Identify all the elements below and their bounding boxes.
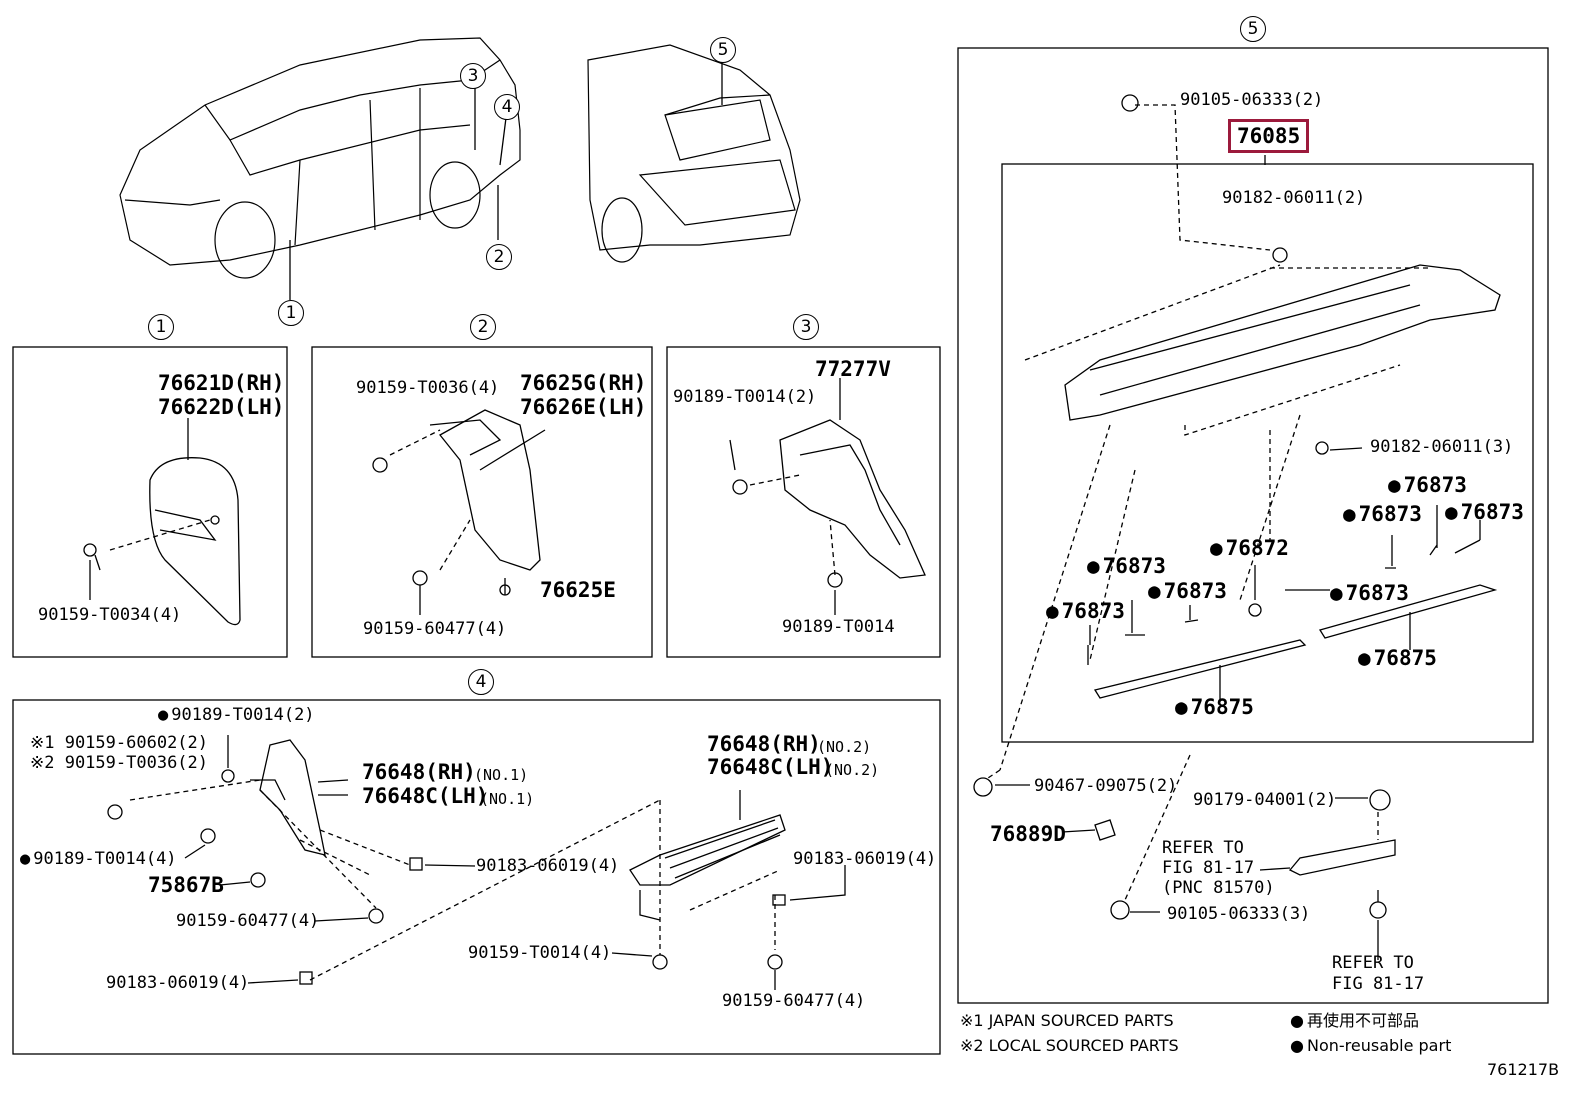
part-76626e-label[interactable]: 76626E(LH) [520, 395, 647, 419]
refer-fig-line2[interactable]: FIG 81-17 [1162, 858, 1255, 878]
part-grommet-09075-label[interactable]: 90467-09075(2) [1034, 776, 1178, 796]
part-nut-06019-mid-label[interactable]: 90183-06019(4) [476, 856, 620, 876]
part-76873-b[interactable]: 76873 [1343, 502, 1422, 526]
part-nut-06011-top-label[interactable]: 90182-06011(2) [1222, 188, 1366, 208]
callout-5-panel: 5 [1240, 16, 1266, 42]
no1-tag-lh: (NO.1) [480, 790, 535, 808]
part-76873-a[interactable]: 76873 [1388, 473, 1467, 497]
shield-drawing [729, 378, 926, 615]
no1-tag: (NO.1) [474, 766, 529, 784]
refer-fig-line1: REFER TO [1162, 838, 1244, 858]
callout-1-top[interactable]: 1 [278, 300, 304, 326]
callout-5-top[interactable]: 5 [710, 37, 736, 63]
callout-2-panel: 2 [470, 314, 496, 340]
part-clip-t0014-label[interactable]: 90189-T0014(2) [673, 387, 817, 407]
part-76648-no2-label[interactable]: 76648(RH) [707, 732, 821, 756]
callout-3-panel: 3 [793, 314, 819, 340]
part-clip-t0014-top-label[interactable]: 90189-T0014(2) [158, 705, 314, 725]
part-77277v-label[interactable]: 77277V [815, 357, 891, 381]
no2-tag: (NO.2) [817, 738, 872, 756]
part-note2-screw-label[interactable]: ※2 90159-T0036(2) [30, 753, 209, 773]
mudguard-rh-drawing [83, 418, 241, 626]
part-76648c-no2-label[interactable]: 76648C(LH) [707, 755, 834, 779]
part-76875-a[interactable]: 76875 [1358, 646, 1437, 670]
panel-1-frame [12, 346, 288, 658]
callout-1-panel: 1 [148, 314, 174, 340]
part-nut-06019-right-label[interactable]: 90183-06019(4) [793, 849, 937, 869]
part-clip-04001-label[interactable]: 90179-04001(2) [1193, 790, 1337, 810]
legend-japan-sourced: ※1 JAPAN SOURCED PARTS [960, 1011, 1174, 1030]
bracket-no1-drawing [107, 735, 661, 985]
part-76648-no1-label[interactable]: 76648(RH) [362, 760, 476, 784]
refer-fig-line3: (PNC 81570) [1162, 878, 1275, 898]
callout-4-top[interactable]: 4 [494, 94, 520, 120]
part-76889d-label[interactable]: 76889D [990, 822, 1066, 846]
panel-5-inner-frame [1001, 163, 1534, 743]
part-screw-60477-bottom-label[interactable]: 90159-60477(4) [722, 991, 866, 1011]
part-note1-screw-label[interactable]: ※1 90159-60602(2) [30, 733, 209, 753]
part-76622d-label[interactable]: 76622D(LH) [158, 395, 285, 419]
part-76621d-label[interactable]: 76621D(RH) [158, 371, 285, 395]
mudguard-front-drawing [372, 409, 546, 615]
part-76625e-label[interactable]: 76625E [540, 578, 616, 602]
part-clip-t0014-lower-label[interactable]: 90189-T0014 [782, 617, 895, 637]
panel-2-frame [311, 346, 653, 658]
part-76873-d[interactable]: 76873 [1087, 554, 1166, 578]
part-bolt-06333-bottom-label[interactable]: 90105-06333(3) [1167, 904, 1311, 924]
part-76085-highlight[interactable]: 76085 [1228, 119, 1310, 153]
part-76873-g[interactable]: 76873 [1046, 599, 1125, 623]
panel-3-frame [666, 346, 941, 658]
part-76648c-no1-label[interactable]: 76648C(LH) [362, 784, 489, 808]
vehicle-rear-view-drawing [587, 44, 801, 263]
panel-4-frame [12, 699, 941, 1055]
part-screw-60477-mid-label[interactable]: 90159-60477(4) [176, 911, 320, 931]
part-screw-t0036-label[interactable]: 90159-T0036(4) [356, 378, 500, 398]
part-bolt-06333-top-label[interactable]: 90105-06333(2) [1180, 90, 1324, 110]
legend-non-reusable-jp: 再使用不可部品 [1290, 1011, 1419, 1031]
legend-local-sourced: ※2 LOCAL SOURCED PARTS [960, 1036, 1179, 1055]
part-76625g-label[interactable]: 76625G(RH) [520, 371, 647, 395]
callout-4-panel: 4 [468, 669, 494, 695]
no2-tag-lh: (NO.2) [825, 761, 880, 779]
part-76873-c[interactable]: 76873 [1445, 500, 1524, 524]
figure-id: 761217B [1487, 1060, 1560, 1079]
part-nut-06019-bottom-label[interactable]: 90183-06019(4) [106, 973, 250, 993]
part-screw-t0034-label[interactable]: 90159-T0034(4) [38, 605, 182, 625]
callout-2-top[interactable]: 2 [486, 244, 512, 270]
part-75867b-label[interactable]: 75867B [148, 873, 224, 897]
part-nut-06011-right-label[interactable]: 90182-06011(3) [1370, 437, 1514, 457]
part-screw-t0014-label[interactable]: 90159-T0014(4) [468, 943, 612, 963]
refer-fig2-line2[interactable]: FIG 81-17 [1332, 974, 1425, 994]
part-76875-b[interactable]: 76875 [1175, 695, 1254, 719]
bracket-no2-drawing [611, 790, 846, 990]
part-76873-e[interactable]: 76873 [1148, 579, 1227, 603]
part-76873-f[interactable]: 76873 [1330, 581, 1409, 605]
part-clip-t0014-left-label[interactable]: 90189-T0014(4) [20, 849, 176, 869]
callout-3-top[interactable]: 3 [460, 63, 486, 89]
panel-5-frame [957, 47, 1549, 1004]
part-76872[interactable]: 76872 [1210, 536, 1289, 560]
legend-non-reusable-en: Non-reusable part [1290, 1036, 1451, 1056]
refer-fig2-line1: REFER TO [1332, 953, 1414, 973]
part-screw-60477-label[interactable]: 90159-60477(4) [363, 619, 507, 639]
